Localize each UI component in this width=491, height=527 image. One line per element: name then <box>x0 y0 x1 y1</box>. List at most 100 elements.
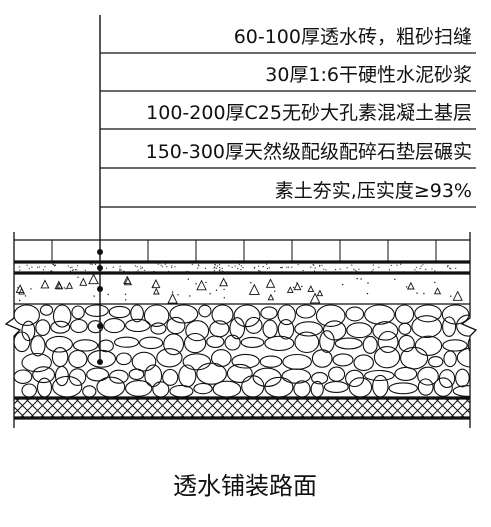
sand-dot <box>416 271 418 273</box>
soil-hatch-line <box>324 397 346 419</box>
aggregate-dot <box>195 283 197 285</box>
sand-dot <box>157 263 159 265</box>
gravel-stone <box>323 381 349 393</box>
layer-label-concrete-base: 100-200厚C25无砂大孔素混凝土基层 <box>146 102 472 124</box>
sand-dot <box>218 270 220 272</box>
sand-dot <box>253 267 255 269</box>
sand-dot <box>119 268 121 270</box>
soil-hatch-line <box>184 397 206 419</box>
gravel-stone <box>411 315 443 339</box>
soil-hatch-line <box>19 397 41 419</box>
sand-dot <box>42 269 45 271</box>
gravel-stone <box>169 304 199 324</box>
soil-hatch-line <box>409 397 431 419</box>
sand-dot <box>323 268 325 270</box>
gravel-stone <box>130 304 144 323</box>
gravel-stone <box>169 384 194 398</box>
aggregate-mark <box>265 278 276 288</box>
gravel-stone <box>32 366 56 384</box>
soil-hatch-line <box>449 397 470 419</box>
soil-hatch-line <box>149 397 171 419</box>
gravel-stone <box>364 369 395 382</box>
aggregate-mark <box>123 277 133 286</box>
gravel-stone <box>211 304 234 325</box>
sand-dot <box>31 266 33 268</box>
sand-dot <box>280 267 283 269</box>
compacted-soil-layer <box>14 396 470 420</box>
sand-dot <box>204 267 207 269</box>
gravel-stone <box>282 353 312 370</box>
gravel-stone <box>345 306 365 322</box>
sand-dot <box>137 269 139 271</box>
label-table: 60-100厚透水砖，粗砂扫缝 30厚1:6干硬性水泥砂浆 100-200厚C2… <box>99 15 476 362</box>
sand-dot <box>231 266 233 268</box>
sand-dot <box>339 268 341 270</box>
sand-dot <box>168 270 170 272</box>
soil-hatch-line <box>464 397 470 404</box>
soil-hatch-line <box>359 397 381 419</box>
soil-hatch-line <box>364 397 386 419</box>
sand-dot <box>351 264 353 266</box>
aggregate-dot <box>223 297 225 299</box>
sand-dot <box>403 271 405 273</box>
aggregate-dot <box>63 287 65 289</box>
sand-dot <box>112 266 114 268</box>
soil-hatch-line <box>89 397 111 419</box>
gravel-stone <box>264 376 294 398</box>
aggregate-mark <box>316 289 324 297</box>
aggregate-mark <box>433 287 442 295</box>
gravel-stone <box>442 339 468 352</box>
gravel-stone <box>113 336 140 348</box>
soil-hatch-line <box>249 397 271 419</box>
gravel-stone <box>319 330 335 353</box>
sand-dot <box>84 269 86 271</box>
soil-hatch-line <box>124 397 146 419</box>
aggregate-mark <box>293 282 302 291</box>
aggregate-mark <box>152 287 160 295</box>
gravel-stone <box>108 305 131 319</box>
aggregate-dot <box>366 292 369 295</box>
gravel-stone <box>36 377 53 398</box>
sand-dot <box>120 269 122 271</box>
mortar-layer <box>14 263 470 275</box>
gravel-stone <box>231 353 260 369</box>
sand-dot <box>313 270 316 272</box>
gravel-layer <box>14 304 470 398</box>
sand-dot <box>171 266 173 268</box>
aggregate-mark <box>196 279 207 291</box>
gravel-stone <box>68 368 87 386</box>
sand-dot <box>52 263 55 266</box>
soil-hatch-line <box>294 397 316 419</box>
soil-hatch-line <box>319 397 341 419</box>
aggregate-dot <box>205 281 207 284</box>
gravel-stone <box>400 346 429 370</box>
aggregate-mark <box>406 281 415 290</box>
gravel-stone <box>128 368 145 381</box>
soil-hatch-line <box>394 397 416 419</box>
gravel-stone <box>68 349 88 369</box>
aggregate-dot <box>225 282 227 284</box>
left-break-line <box>4 232 22 428</box>
sand-dot <box>188 271 190 273</box>
sand-dot <box>219 266 221 269</box>
gravel-stone <box>84 304 109 317</box>
sand-dot <box>314 267 316 269</box>
sand-dot <box>420 265 422 267</box>
gravel-stone <box>138 336 164 350</box>
gravel-stone <box>417 378 434 396</box>
soil-hatch-line <box>234 397 256 419</box>
concrete-base-layer <box>14 273 470 305</box>
section-layers <box>4 232 478 428</box>
sand-dot <box>258 270 260 272</box>
gravel-stone <box>21 383 37 398</box>
aggregate-dot <box>209 293 211 295</box>
gravel-stone <box>82 385 97 398</box>
sand-dot <box>214 264 216 266</box>
soil-hatch-line <box>459 407 470 419</box>
sand-dot <box>281 271 283 273</box>
sand-dot <box>419 267 421 270</box>
sand-dot <box>262 266 264 268</box>
gravel-stone <box>39 304 54 316</box>
aggregate-mark <box>66 281 74 289</box>
gravel-stone <box>364 304 395 325</box>
